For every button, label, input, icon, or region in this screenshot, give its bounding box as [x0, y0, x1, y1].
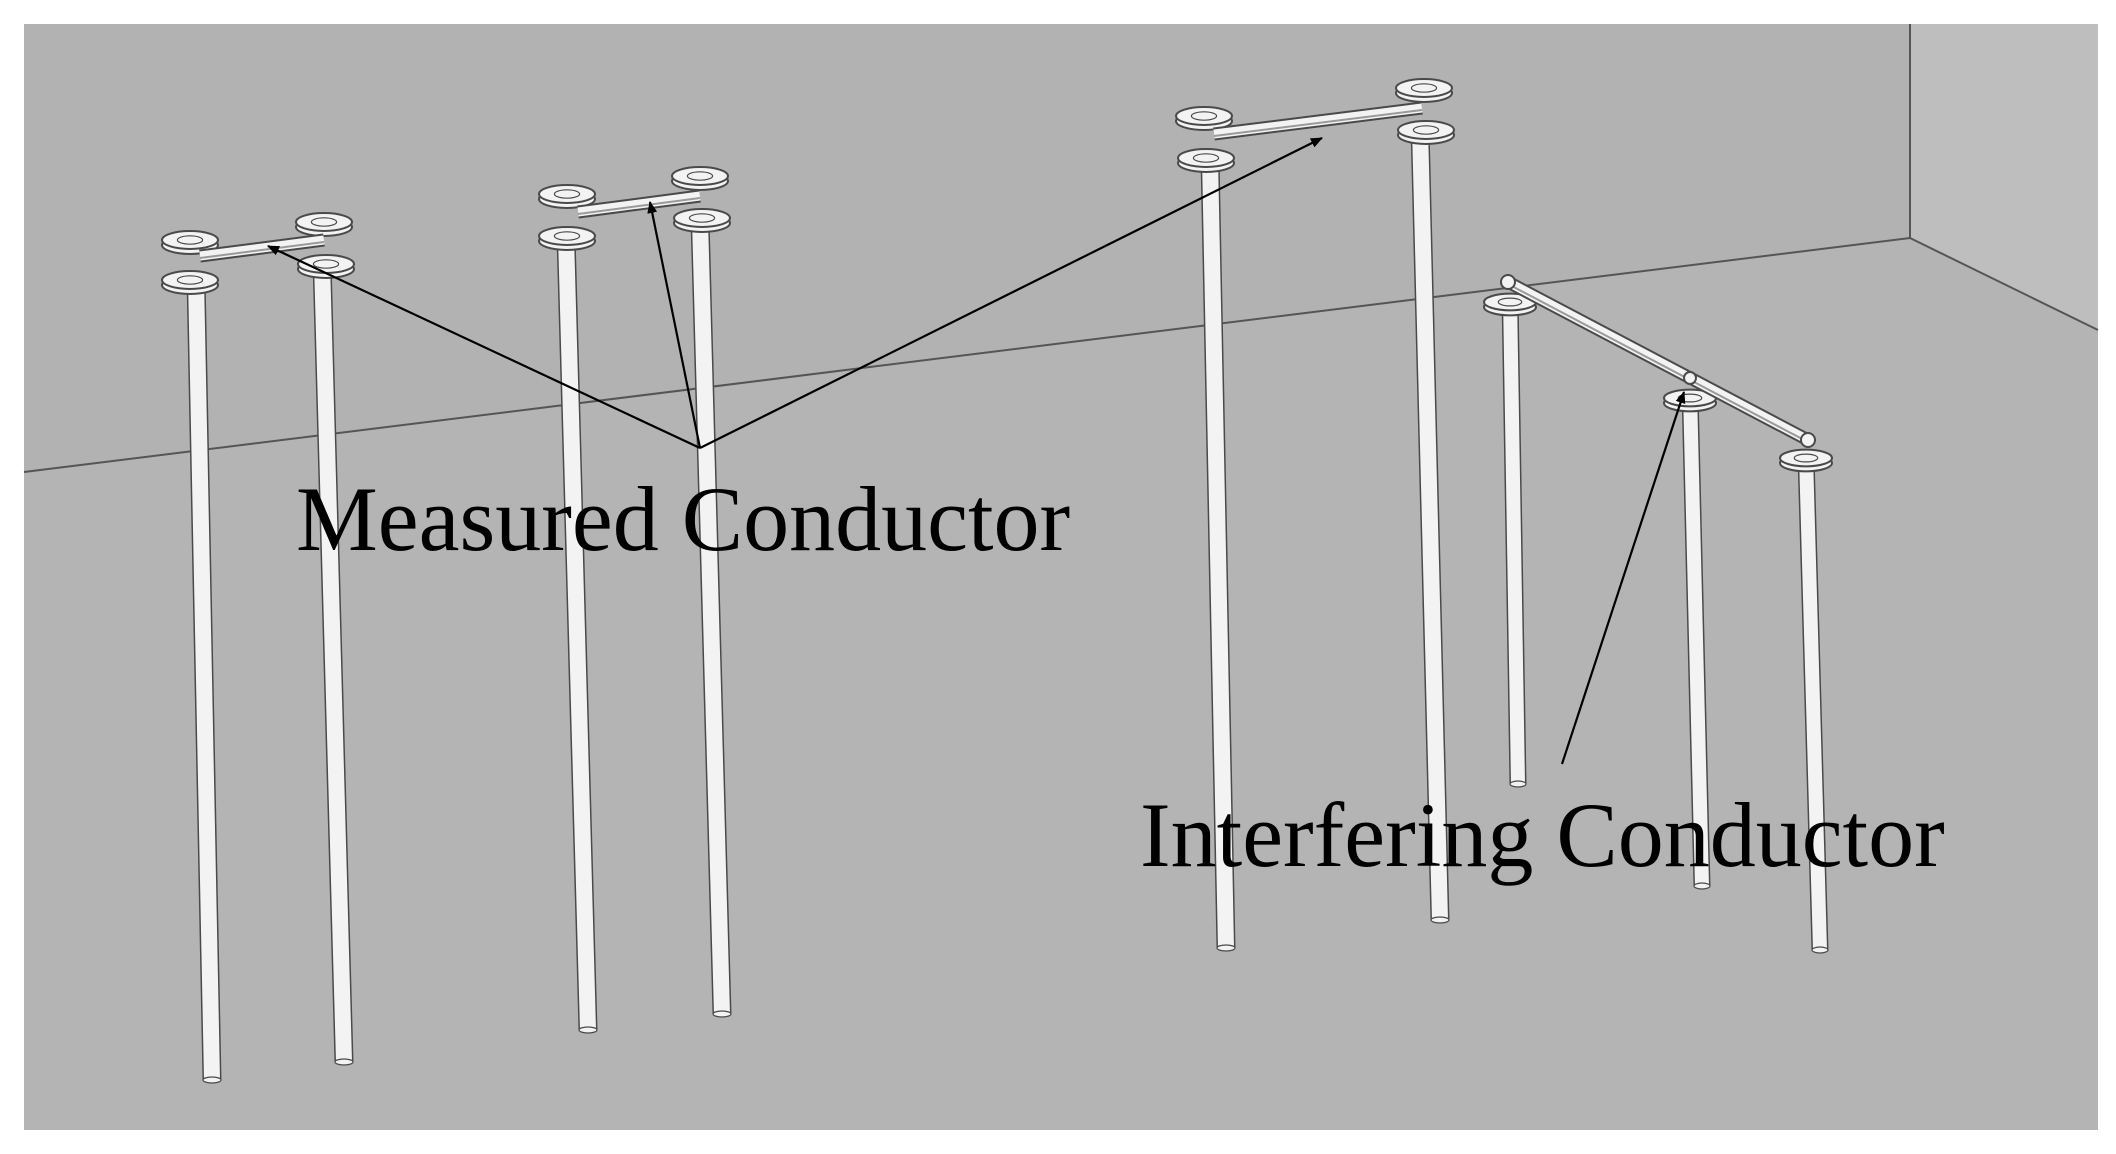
room-edges: [23, 24, 2099, 473]
arrow-icon: [267, 245, 701, 449]
bus-end-cap: [1500, 274, 1516, 290]
insulator-disc-icon: [1397, 120, 1455, 145]
interfering-pole-2: [1681, 391, 1711, 890]
insulator-disc-icon: [161, 270, 219, 295]
conductor-models: [161, 78, 1833, 1084]
bus-joint: [1683, 371, 1697, 385]
arrow-icon: [1560, 391, 1686, 765]
insulator-disc-icon: [295, 212, 353, 237]
measured-pole-2b: [690, 219, 732, 1018]
interfering-pole-1: [1501, 295, 1527, 788]
insulator-disc-icon: [538, 184, 596, 209]
arrow-icon: [647, 201, 702, 449]
interfering-conductor-label: Interfering Conductor: [1140, 784, 1945, 886]
insulator-disc-icon: [1395, 78, 1453, 103]
arrow-icon: [699, 137, 1323, 449]
insulator-disc-icon: [161, 230, 219, 255]
measured-pole-3a: [1200, 157, 1236, 952]
interfering-pole-3: [1797, 455, 1829, 954]
measured-conductor-bus-3: [1213, 101, 1423, 141]
insulator-disc-icon: [1175, 106, 1233, 131]
measured-pole-1a: [186, 277, 222, 1084]
measured-conductor-label: Measured Conductor: [296, 468, 1070, 570]
insulator-disc-icon: [1177, 148, 1235, 173]
measured-pole-3b: [1410, 127, 1450, 924]
insulator-disc-icon: [538, 226, 596, 251]
bus-end-cap: [1800, 432, 1816, 448]
interfering-conductor-bus: [1504, 276, 1812, 446]
pointer-arrows: [267, 137, 1686, 765]
measured-pole-2a: [556, 235, 598, 1034]
insulator-disc-icon: [673, 208, 731, 233]
measured-pole-1b: [312, 261, 354, 1066]
insulator-disc-icon: [671, 166, 729, 191]
side-wall: [1910, 24, 2098, 330]
floor: [24, 238, 2098, 1130]
measured-conductor-bus-2: [577, 189, 701, 219]
insulator-disc-icon: [1779, 448, 1833, 473]
insulator-disc-icon: [1483, 292, 1537, 317]
measured-conductor-bus-1: [199, 233, 325, 263]
insulator-disc-icon: [297, 254, 355, 279]
